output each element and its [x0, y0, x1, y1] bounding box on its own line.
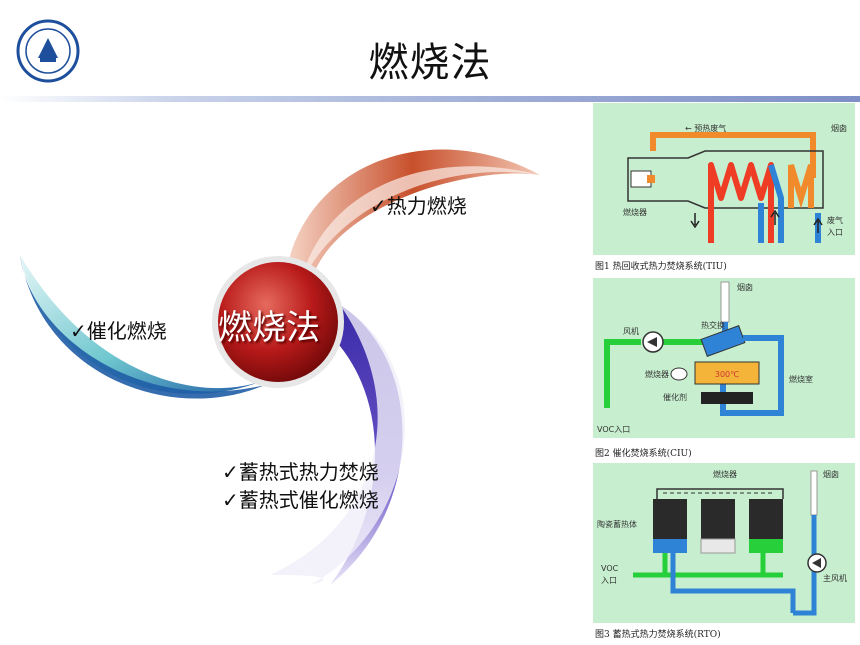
label-catalytic-combustion: ✓催化燃烧 [70, 319, 167, 343]
fig2-exchanger-label: 热交换 [701, 320, 725, 330]
figure-2-ciu-diagram: 300℃ 烟囱 风机 热交换 燃烧器 燃烧室 催化剂 VOC入口 [593, 278, 855, 438]
label-regenerative-catalytic: ✓蓄热式催化燃烧 [222, 488, 379, 512]
figure-2-caption: 图2 催化焚烧系统(CIU) [595, 449, 692, 459]
fig3-voc-label: VOC [601, 564, 619, 573]
fig2-voc-inlet-label: VOC入口 [597, 425, 630, 434]
fig1-inlet-label: 入口 [827, 228, 843, 237]
fig3-burner-label: 燃烧器 [713, 469, 737, 479]
fig3-main-fan-label: 主风机 [823, 573, 847, 583]
fig1-waste-gas-label: 废气 [827, 215, 843, 225]
page-title: 燃烧法 [368, 40, 492, 86]
figure-3-rto-diagram: 燃烧器 烟囱 陶瓷蓄热体 VOC 入口 主风机 [593, 463, 855, 623]
fig2-burner-label: 燃烧器 [645, 369, 669, 379]
fig2-temp-label: 300℃ [715, 370, 739, 379]
fig1-burner-label: 燃烧器 [623, 207, 647, 217]
blade-catalytic [20, 255, 265, 394]
university-logo [16, 19, 80, 83]
fig3-ceramic-label: 陶瓷蓄热体 [597, 519, 637, 529]
title-divider [0, 96, 860, 102]
fig2-fan-label: 风机 [623, 326, 639, 336]
fig2-catalyst-label: 催化剂 [663, 392, 687, 402]
label-thermal-combustion: ✓热力燃烧 [370, 194, 467, 218]
fig1-preheat-label: ← 预热废气 [685, 123, 726, 133]
figure-1-caption: 图1 热回收式热力焚烧系统(TIU) [595, 262, 727, 272]
fig2-chamber-label: 燃烧室 [789, 374, 813, 384]
center-label: 燃烧法 [218, 308, 320, 348]
fig3-chimney-label: 烟囱 [823, 469, 839, 479]
figure-1-tiu-diagram: ← 预热废气 烟囱 燃烧器 废气 入口 [593, 103, 855, 255]
figure-3-caption: 图3 蓄热式热力焚烧系统(RTO) [595, 630, 721, 640]
label-regenerative-thermal: ✓蓄热式热力焚烧 [222, 460, 379, 484]
blade-thermal [285, 149, 540, 285]
fig2-chimney-label: 烟囱 [737, 282, 753, 292]
fig1-chimney-label: 烟囱 [831, 123, 847, 133]
combustion-methods-diagram [20, 149, 540, 585]
fig3-inlet-label: 入口 [601, 576, 617, 585]
